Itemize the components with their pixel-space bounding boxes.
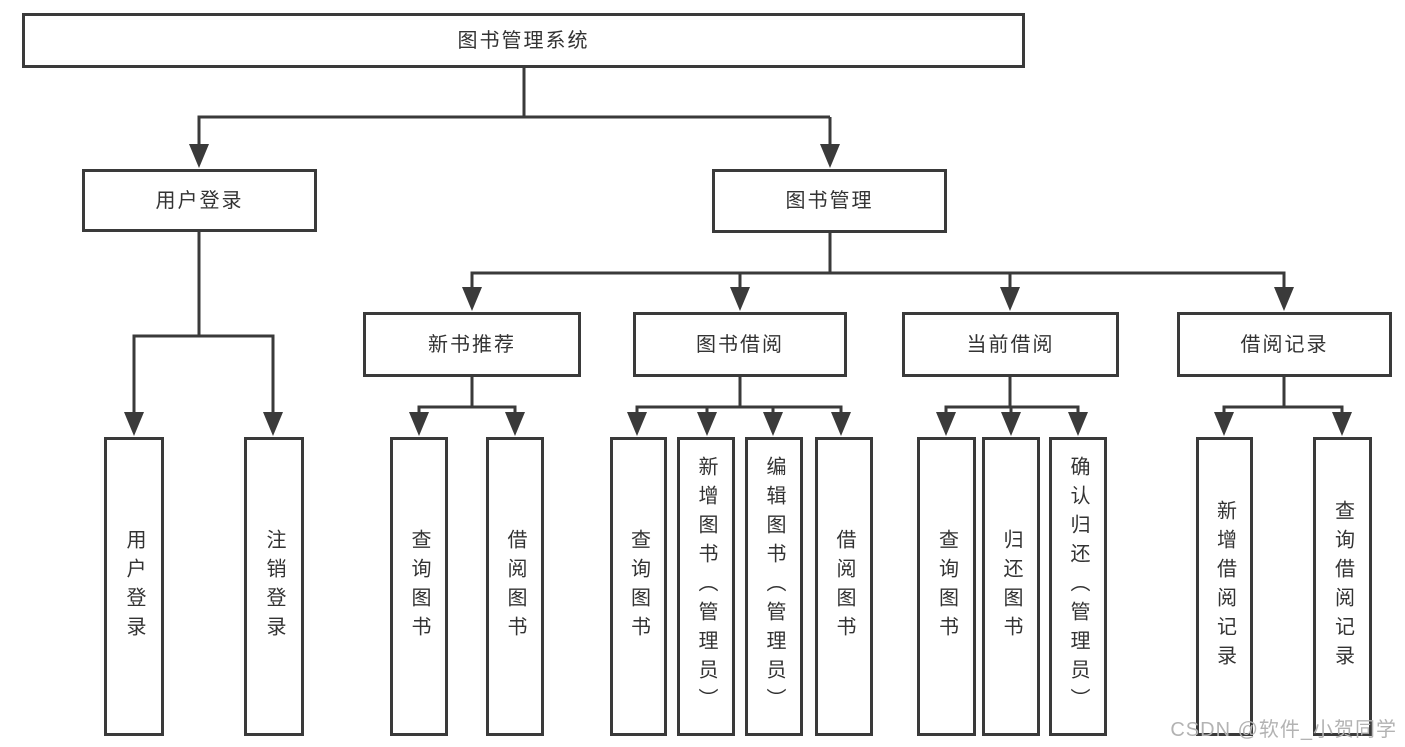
node-user-login: 用户登录 <box>82 169 317 232</box>
node-book-borrowing: 图书借阅 <box>633 312 847 377</box>
node-current-borrowing: 当前借阅 <box>902 312 1119 377</box>
node-library-management-system: 图书管理系统 <box>22 13 1025 68</box>
arrowheads <box>124 144 1352 436</box>
leaf-query-borrow-record: 查询借阅记录 <box>1313 437 1372 736</box>
leaf-query-books-2: 查询图书 <box>610 437 667 736</box>
leaf-add-borrow-record: 新增借阅记录 <box>1196 437 1253 736</box>
leaf-add-books-admin: 新增图书（管理员） <box>677 437 735 736</box>
node-book-management: 图书管理 <box>712 169 947 233</box>
leaf-user-login: 用户登录 <box>104 437 164 736</box>
leaf-confirm-return-admin: 确认归还（管理员） <box>1049 437 1107 736</box>
leaf-borrow-books-2: 借阅图书 <box>815 437 873 736</box>
node-borrowing-records: 借阅记录 <box>1177 312 1392 377</box>
leaf-query-books-3: 查询图书 <box>917 437 976 736</box>
leaf-query-books-1: 查询图书 <box>390 437 448 736</box>
leaf-borrow-books-1: 借阅图书 <box>486 437 544 736</box>
node-new-book-recommendation: 新书推荐 <box>363 312 581 377</box>
watermark: CSDN @软件_小贺同学 <box>1170 719 1397 741</box>
leaf-return-books: 归还图书 <box>982 437 1040 736</box>
leaf-edit-books-admin: 编辑图书（管理员） <box>745 437 803 736</box>
leaf-logout: 注销登录 <box>244 437 304 736</box>
